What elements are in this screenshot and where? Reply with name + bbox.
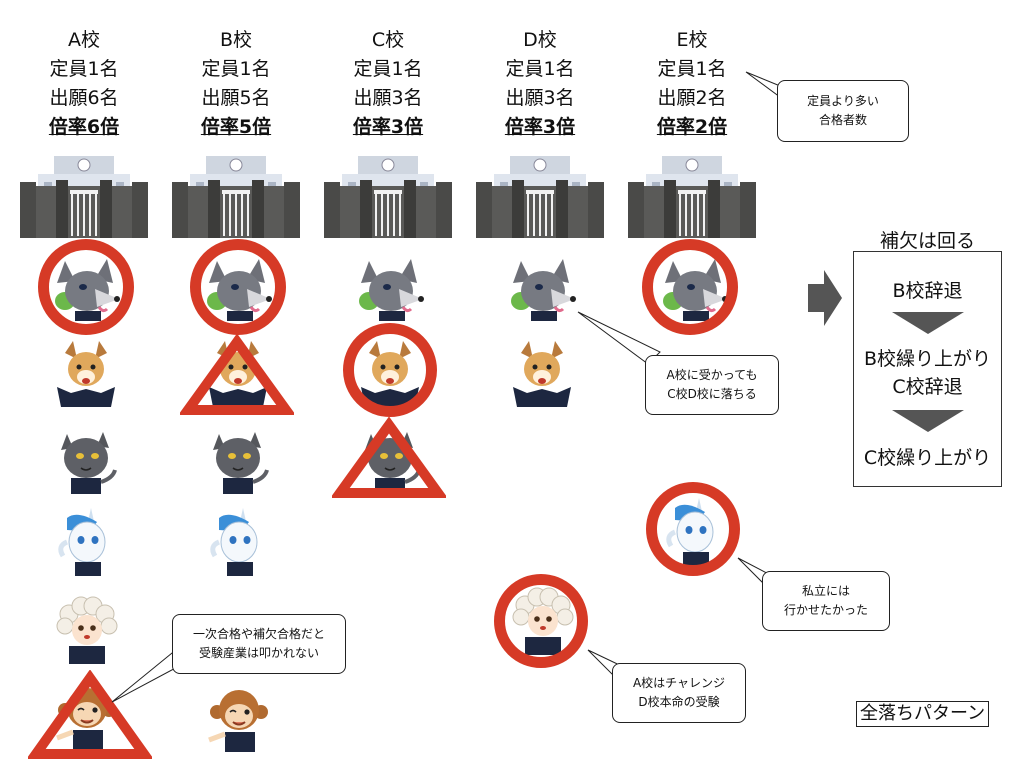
school-column-a: A校 定員1名 出願6名 倍率6倍 <box>19 26 149 142</box>
waitlist-step: B校辞退 <box>892 280 963 302</box>
callout-text: 私立には <box>801 584 850 598</box>
school-building-icon <box>20 152 148 238</box>
pass-circle-marker <box>38 239 134 335</box>
callout-no-criticism: 一次合格や補欠合格だと 受験産業は叩かれない <box>172 614 346 674</box>
callout-text: 合格者数 <box>818 113 867 127</box>
unicorn-icon <box>51 506 121 576</box>
school-capacity: 定員1名 <box>201 58 271 80</box>
school-applicants: 出願3名 <box>353 87 423 109</box>
callout-private: 私立には 行かせたかった <box>762 571 890 631</box>
school-ratio: 倍率6倍 <box>48 116 120 138</box>
school-column-e: E校 定員1名 出願2名 倍率2倍 <box>627 26 757 142</box>
right-arrow-icon <box>808 270 842 326</box>
school-applicants: 出願6名 <box>49 87 119 109</box>
waitlist-triangle-marker <box>332 417 446 498</box>
wolf-icon <box>507 253 577 323</box>
waitlist-triangle-marker <box>180 334 294 415</box>
waitlist-step: C校辞退 <box>892 376 963 398</box>
school-applicants: 出願3名 <box>505 87 575 109</box>
school-building-icon <box>628 152 756 238</box>
waitlist-step: C校繰り上がり <box>863 447 992 469</box>
callout-challenge: A校はチャレンジ D校本命の受験 <box>612 663 746 723</box>
school-name: D校 <box>523 29 557 51</box>
callout-more-passers: 定員より多い 合格者数 <box>777 80 909 142</box>
school-name: A校 <box>68 29 100 51</box>
school-capacity: 定員1名 <box>353 58 423 80</box>
school-capacity: 定員1名 <box>505 58 575 80</box>
wolf-icon <box>355 253 425 323</box>
unicorn-icon <box>203 506 273 576</box>
pass-circle-marker <box>642 239 738 335</box>
waitlist-flow-box: B校辞退 B校繰り上がり C校辞退 C校繰り上がり <box>853 251 1002 487</box>
school-column-d: D校 定員1名 出願3名 倍率3倍 <box>475 26 605 142</box>
waitlist-triangle-marker <box>28 670 152 759</box>
school-ratio: 倍率2倍 <box>656 116 728 138</box>
school-ratio: 倍率5倍 <box>200 116 272 138</box>
school-building-icon <box>324 152 452 238</box>
school-name: B校 <box>219 29 253 51</box>
deer-icon <box>507 337 577 407</box>
callout-text: D校本命の受験 <box>638 695 720 709</box>
pass-circle-marker <box>494 574 588 668</box>
pass-circle-marker <box>190 239 286 335</box>
school-building-icon <box>172 152 300 238</box>
callout-text: C校D校に落ちる <box>667 387 757 401</box>
callout-text: 定員より多い <box>807 94 879 108</box>
down-arrow-icon <box>892 410 964 432</box>
school-applicants: 出願5名 <box>201 87 271 109</box>
school-column-b: B校 定員1名 出願5名 倍率5倍 <box>171 26 301 142</box>
down-arrow-icon <box>892 312 964 334</box>
pass-circle-marker <box>343 323 437 417</box>
pass-circle-marker <box>646 482 740 576</box>
callout-text: A校に受かっても <box>666 368 758 382</box>
school-name: C校 <box>371 29 405 51</box>
deer-icon <box>51 337 121 407</box>
callout-text: 受験産業は叩かれない <box>198 646 319 660</box>
school-ratio: 倍率3倍 <box>352 116 424 138</box>
school-ratio: 倍率3倍 <box>504 116 576 138</box>
school-capacity: 定員1名 <box>657 58 727 80</box>
cat-icon <box>203 424 273 494</box>
callout-text: 行かせたかった <box>783 603 868 617</box>
cat-icon <box>51 424 121 494</box>
school-capacity: 定員1名 <box>49 58 119 80</box>
school-column-c: C校 定員1名 出願3名 倍率3倍 <box>323 26 453 142</box>
monkey-icon <box>203 682 273 752</box>
school-name: E校 <box>676 29 708 51</box>
callout-text: A校はチャレンジ <box>632 676 726 690</box>
callout-wolf-fail: A校に受かっても C校D校に落ちる <box>645 355 779 415</box>
waitlist-step: B校繰り上がり <box>863 348 992 370</box>
pattern-label: 全落ちパターン <box>856 701 990 727</box>
callout-text: 一次合格や補欠合格だと <box>192 627 325 641</box>
waitlist-title: 補欠は回る <box>879 230 975 252</box>
school-building-icon <box>476 152 604 238</box>
school-applicants: 出願2名 <box>657 87 727 109</box>
